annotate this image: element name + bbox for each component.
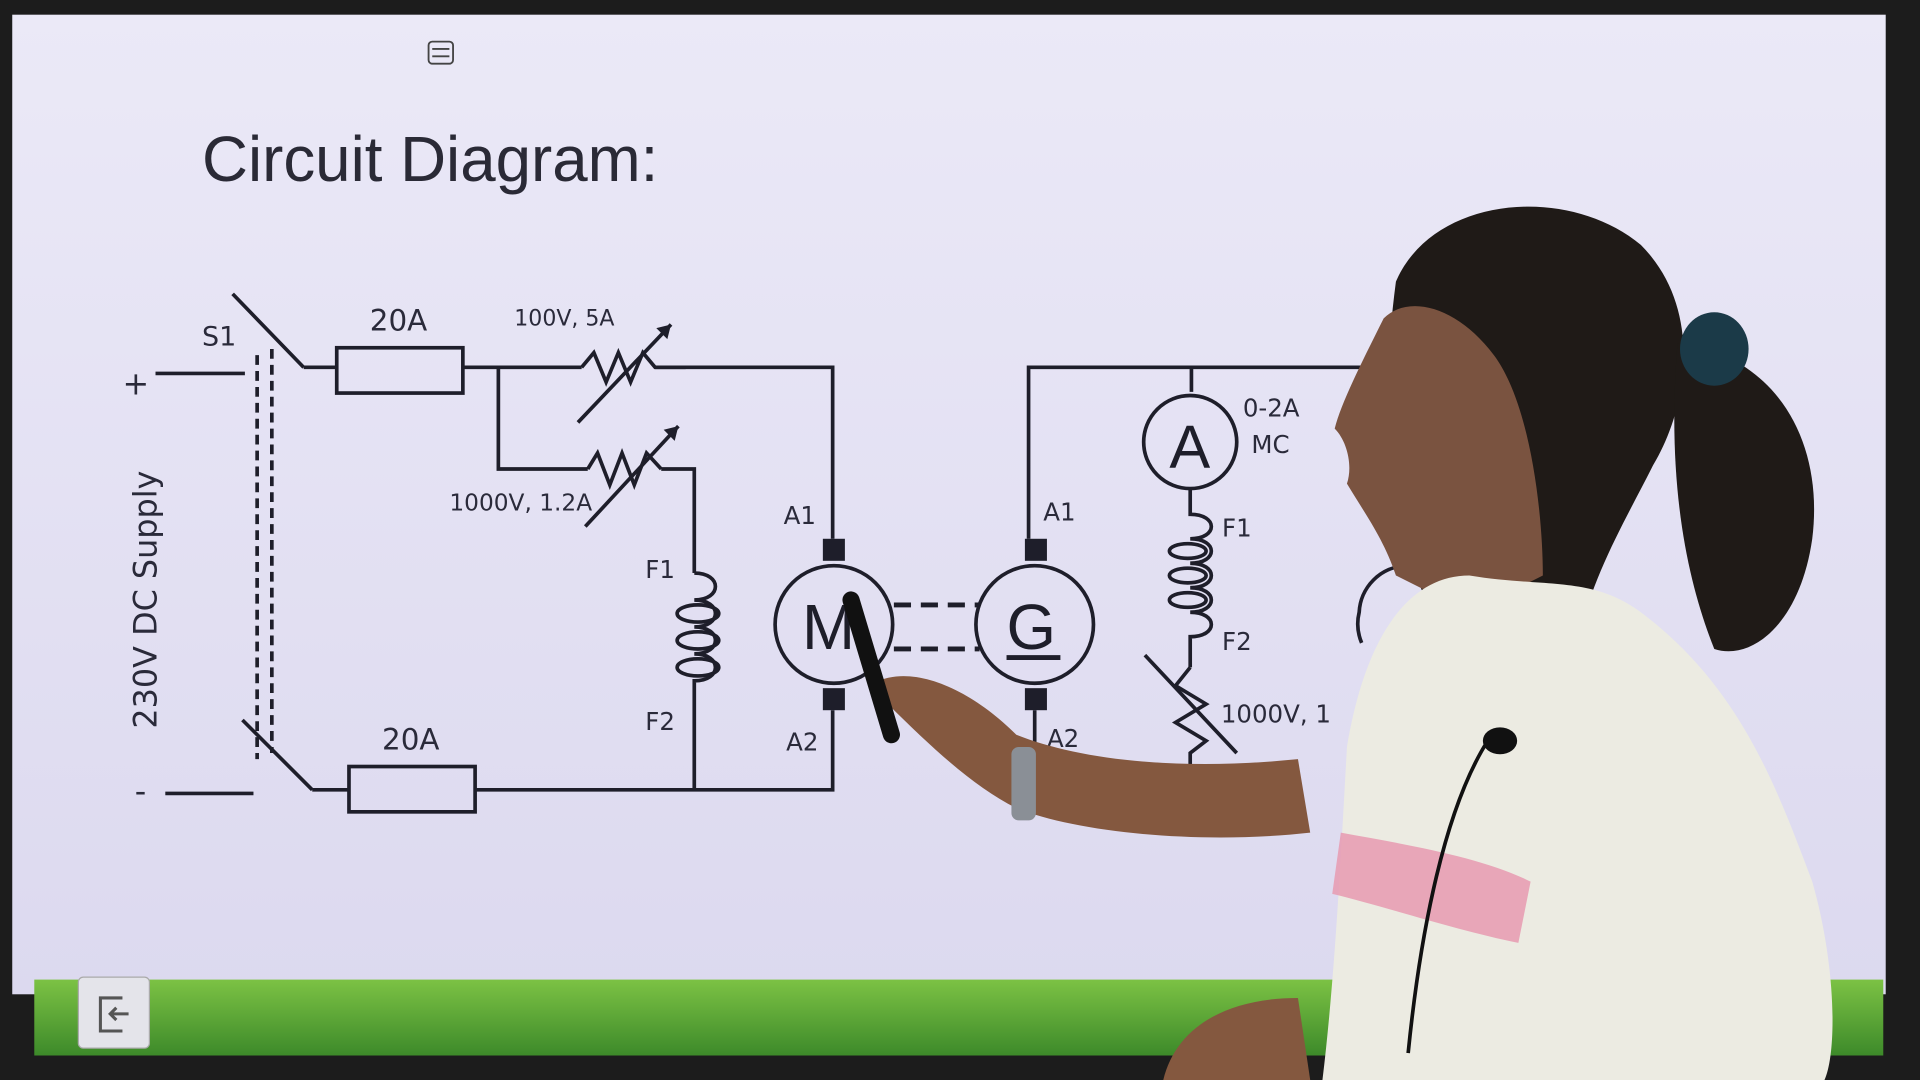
fuse-top-label: 20A xyxy=(370,304,427,338)
minus-terminal: - xyxy=(135,772,147,810)
generator-field-coil xyxy=(1167,488,1213,668)
generator: G xyxy=(974,538,1096,711)
ammeter-type: MC xyxy=(1251,430,1289,459)
svg-text:G: G xyxy=(1007,592,1057,663)
ammeter-range: 0-2A xyxy=(1243,393,1300,422)
rheostat-field xyxy=(583,424,680,528)
plus-terminal: + xyxy=(122,364,149,402)
gen-f2-label: F2 xyxy=(1222,627,1252,656)
exit-button[interactable] xyxy=(77,976,150,1049)
rheostat-armature-label: 100V, 5A xyxy=(514,307,614,332)
fuse-top xyxy=(334,345,465,395)
circuit-diagram: 230V DC Supply + - S1 20A 100V, 5A 1000V… xyxy=(122,292,1406,814)
gen-rheostat-label: 1000V, 1 xyxy=(1221,699,1331,728)
motor-field-coil xyxy=(675,571,721,790)
svg-text:A: A xyxy=(1169,413,1210,481)
switch-label: S1 xyxy=(202,321,236,352)
page-title: Circuit Diagram: xyxy=(202,124,658,195)
generator-field-rheostat xyxy=(1143,653,1239,766)
motor-f1-label: F1 xyxy=(645,555,675,584)
motor-a2-label: A2 xyxy=(786,728,818,757)
rheostat-armature xyxy=(576,323,686,424)
fuse-bottom xyxy=(347,764,477,814)
fuse-bottom-label: 20A xyxy=(382,722,439,756)
supply-label: 230V DC Supply xyxy=(127,471,165,729)
gen-f1-label: F1 xyxy=(1222,513,1252,542)
motor-f2-label: F2 xyxy=(645,707,675,736)
exit-icon xyxy=(98,996,129,1033)
motor-a1-label: A1 xyxy=(784,501,816,530)
gen-a1-label: A1 xyxy=(1043,497,1075,526)
rheostat-field-label: 1000V, 1.2A xyxy=(449,490,592,517)
menu-icon[interactable] xyxy=(427,40,454,65)
presenter xyxy=(842,206,1833,1080)
